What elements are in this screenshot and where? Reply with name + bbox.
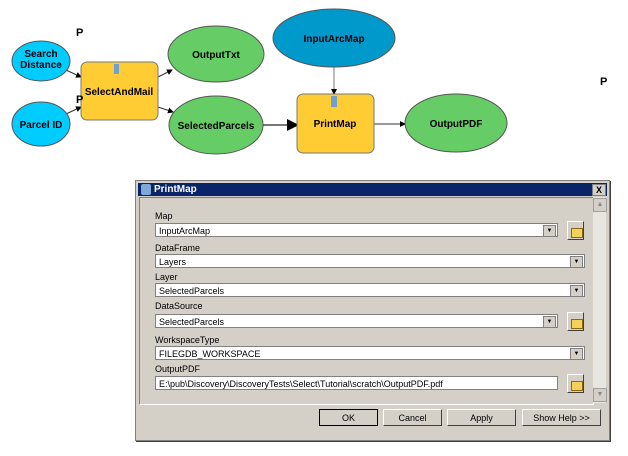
parameter-marker: P [600, 76, 608, 88]
field-label: WorkspaceType [155, 335, 220, 345]
field-value: InputArcMap [159, 226, 211, 236]
field-label: DataFrame [155, 243, 201, 253]
dataframe-select[interactable]: Layers ▼ [155, 254, 585, 268]
datasource-select[interactable]: SelectedParcels ▼ [155, 314, 558, 328]
tool-icon [331, 96, 337, 107]
node-select-and-mail[interactable]: SelectAndMail [80, 61, 159, 121]
chevron-down-icon[interactable]: ▼ [543, 225, 556, 237]
node-label: OutputTxt [192, 50, 240, 61]
node-label: Parcel ID [20, 120, 63, 131]
browse-folder-button[interactable] [567, 312, 584, 331]
chevron-down-icon[interactable]: ▼ [543, 316, 556, 328]
scroll-down-button[interactable]: ▼ [593, 388, 607, 402]
node-selected-parcels[interactable]: SelectedParcels [168, 95, 264, 155]
field-label: OutputPDF [155, 364, 201, 374]
node-label: OutputPDF [430, 119, 483, 130]
chevron-down-icon[interactable]: ▼ [570, 256, 583, 268]
vertical-scrollbar[interactable]: ▲ ▼ [593, 197, 607, 403]
node-label: Distance [20, 60, 62, 71]
node-label: Search [24, 49, 57, 60]
title-bar[interactable]: PrintMap X [138, 183, 607, 196]
chevron-down-icon[interactable]: ▼ [570, 348, 583, 360]
parameter-marker: P [76, 94, 84, 106]
field-value: Layers [159, 257, 187, 267]
node-input-arc-map[interactable]: InputArcMap [272, 8, 396, 68]
node-label: InputArcMap [303, 34, 364, 45]
cancel-button[interactable]: Cancel [383, 409, 442, 426]
field-value: FILEGDB_WORKSPACE [159, 349, 261, 359]
node-search-distance[interactable]: Search Distance [11, 40, 71, 82]
folder-icon [571, 228, 583, 238]
show-help-button[interactable]: Show Help >> [522, 409, 601, 426]
map-select[interactable]: InputArcMap ▼ [155, 223, 558, 237]
node-label: PrintMap [314, 119, 357, 130]
field-value: E:\pub\Discovery\DiscoveryTests\Select\T… [159, 379, 443, 389]
ok-button[interactable]: OK [319, 409, 378, 426]
node-print-map[interactable]: PrintMap [296, 93, 375, 154]
chevron-down-icon[interactable]: ▼ [570, 285, 583, 297]
layer-select[interactable]: SelectedParcels ▼ [155, 283, 585, 297]
node-label: SelectAndMail [85, 87, 154, 98]
field-label: Map [155, 211, 173, 221]
parameter-marker: P [76, 27, 84, 39]
tool-icon [141, 184, 151, 195]
field-label: DataSource [155, 301, 203, 311]
dialog-title: PrintMap [154, 184, 197, 195]
apply-button[interactable]: Apply [447, 409, 516, 426]
tool-icon [114, 64, 119, 74]
folder-icon [571, 381, 583, 391]
model-diagram: Search Distance Parcel ID SelectAndMail … [11, 8, 508, 155]
field-value: SelectedParcels [159, 286, 225, 296]
scroll-up-button[interactable]: ▲ [593, 198, 607, 212]
workspace-type-select[interactable]: FILEGDB_WORKSPACE ▼ [155, 346, 585, 360]
parameters-panel: Map InputArcMap ▼ DataFrame Layers ▼ Layer… [139, 197, 594, 405]
close-button[interactable]: X [592, 184, 606, 196]
print-map-dialog: PrintMap X Map InputArcMap ▼ DataFrame La… [135, 180, 610, 441]
node-output-pdf[interactable]: OutputPDF [404, 93, 508, 153]
node-output-txt[interactable]: OutputTxt [167, 25, 265, 83]
node-label: SelectedParcels [178, 121, 255, 132]
browse-folder-button[interactable] [567, 221, 584, 240]
folder-icon [571, 319, 583, 329]
field-label: Layer [155, 272, 178, 282]
node-parcel-id[interactable]: Parcel ID [11, 101, 71, 147]
browse-folder-button[interactable] [567, 374, 584, 393]
field-value: SelectedParcels [159, 317, 225, 327]
output-pdf-input[interactable]: E:\pub\Discovery\DiscoveryTests\Select\T… [155, 376, 558, 390]
